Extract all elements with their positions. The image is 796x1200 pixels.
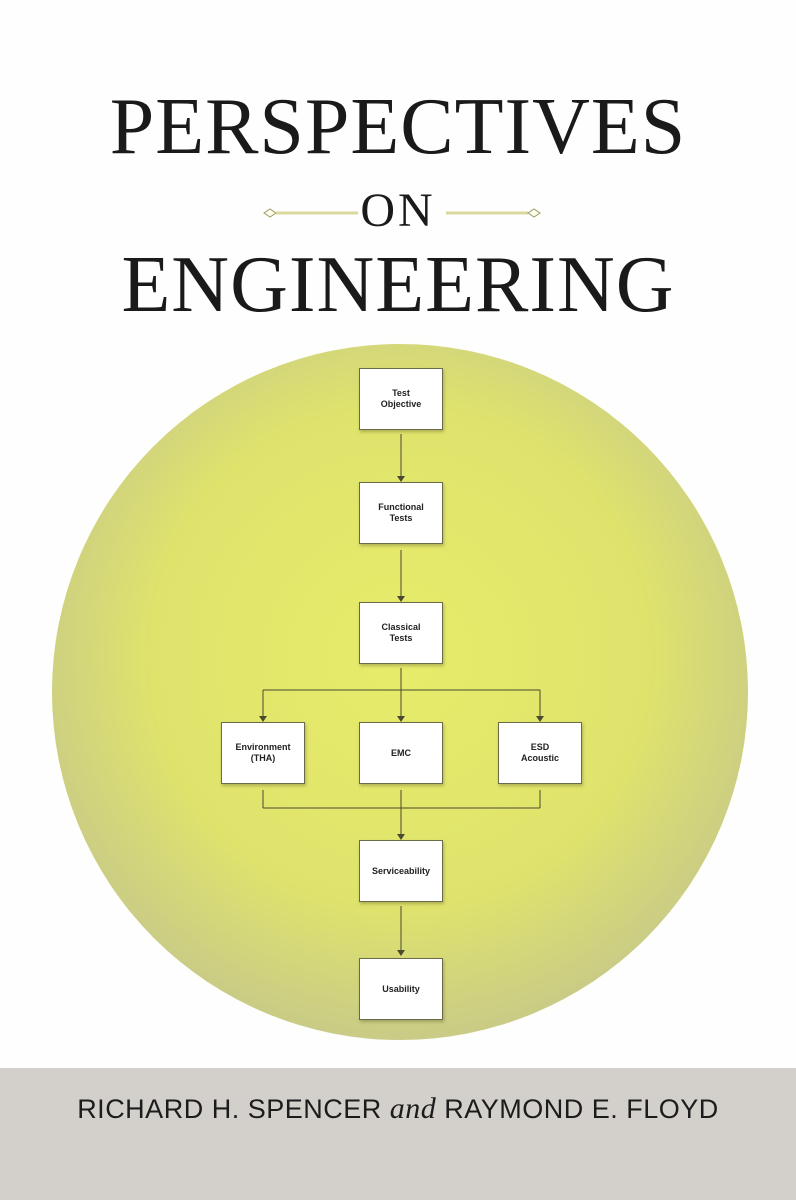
box-serviceability: Serviceability <box>359 840 443 902</box>
title-line-engineering: ENGINEERING <box>121 241 675 329</box>
flowchart-arrowheads <box>259 476 544 956</box>
box-usability: Usability <box>359 958 443 1020</box>
author-spencer: RICHARD H. SPENCER <box>77 1094 382 1124</box>
author-conjunction: and <box>389 1092 437 1125</box>
yellow-circle <box>52 344 748 1040</box>
ornament-left-icon <box>263 208 358 218</box>
ornament-right-icon <box>446 208 541 218</box>
title-line-on: ON <box>360 184 436 237</box>
box-test-objective: Test Objective <box>359 368 443 430</box>
box-functional-tests: Functional Tests <box>359 482 443 544</box>
box-environment-tha: Environment (THA) <box>221 722 305 784</box>
box-esd-acoustic: ESD Acoustic <box>498 722 582 784</box>
box-emc: EMC <box>359 722 443 784</box>
author-floyd: RAYMOND E. FLOYD <box>444 1094 719 1124</box>
box-classical-tests: Classical Tests <box>359 602 443 664</box>
title-line-perspectives: PERSPECTIVES <box>109 83 687 171</box>
flowchart-circle <box>38 330 762 1054</box>
flowchart-connectors <box>262 434 541 954</box>
author-band <box>0 1068 796 1200</box>
author-line: RICHARD H. SPENCER and RAYMOND E. FLOYD <box>0 1092 796 1126</box>
